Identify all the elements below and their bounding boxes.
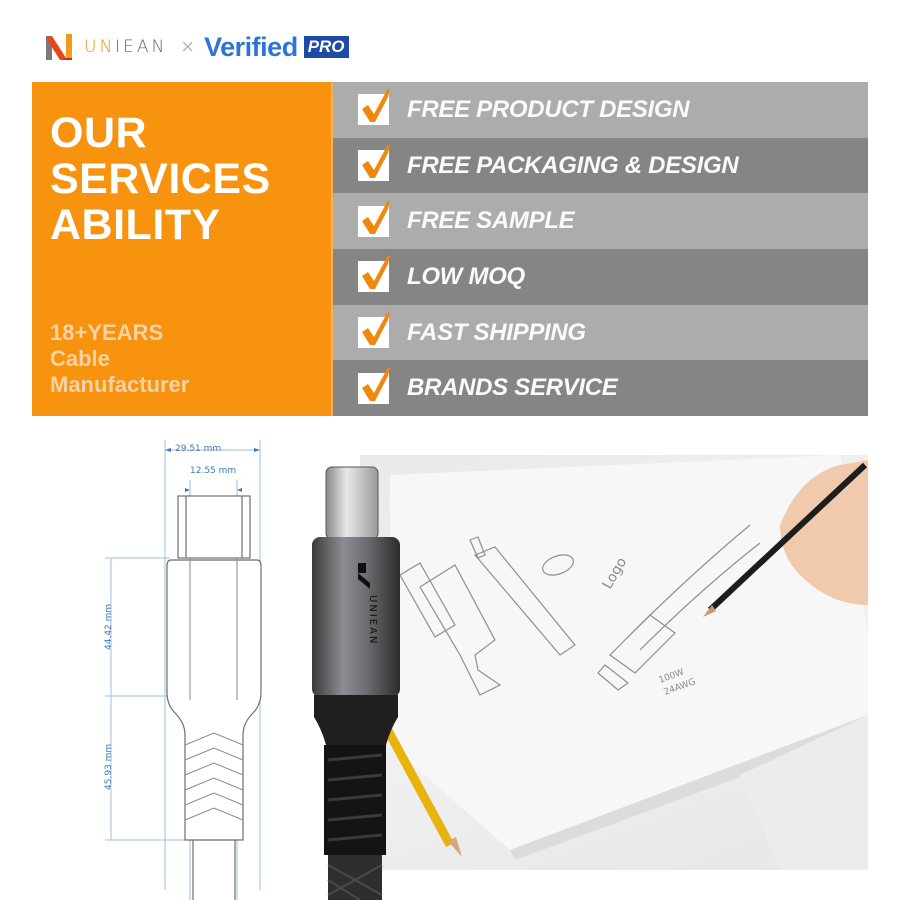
partner-badge: PRO (303, 36, 349, 58)
uniean-logo-icon (44, 32, 78, 62)
hero-title-line: SERVICES (50, 155, 271, 203)
checkbox-checked-icon (358, 88, 390, 126)
separator-x: × (181, 34, 195, 59)
checkbox-checked-icon (358, 199, 390, 237)
service-item: FREE PRODUCT DESIGN (331, 82, 868, 138)
dimension-housing-length: 44.42 mm (104, 603, 114, 650)
hero-title-line: ABILITY (50, 201, 221, 249)
service-label: FREE PRODUCT DESIGN (407, 95, 690, 123)
checkbox-checked-icon (358, 311, 390, 349)
hero-title-line: OUR (50, 109, 148, 157)
service-label: FAST SHIPPING (407, 318, 586, 346)
service-label: FREE PACKAGING & DESIGN (407, 151, 739, 179)
service-item: FREE PACKAGING & DESIGN (331, 137, 868, 194)
dimension-strain-relief-length: 45.93 mm (104, 743, 114, 790)
brand-name: UNIEAN (84, 37, 167, 57)
usb-c-cable-photo: UNIEAN (300, 455, 410, 900)
brand-name-highlight: UN (84, 37, 116, 57)
service-label: BRANDS SERVICE (407, 374, 618, 402)
sketch-illustration-icon: Logo 100W 24AWG (381, 455, 868, 870)
service-item: FREE SAMPLE (331, 193, 868, 250)
checkbox-checked-icon (358, 366, 390, 404)
cable-outline-drawing-icon (105, 440, 262, 900)
cable-engraving: UNIEAN (367, 595, 378, 645)
checkbox-checked-icon (358, 144, 390, 182)
services-list: FREE PRODUCT DESIGN FREE PACKAGING & DES… (331, 82, 868, 417)
service-item: LOW MOQ (331, 249, 868, 305)
service-label: FREE SAMPLE (407, 207, 575, 235)
header-logos: UNIEAN × Verified PRO (44, 30, 349, 64)
services-hero-panel: OUR SERVICES ABILITY 18+YEARS Cable Manu… (32, 82, 331, 416)
usb-c-cable-icon: UNIEAN (312, 466, 400, 900)
design-sketch-photo: Logo 100W 24AWG (360, 455, 868, 870)
technical-drawing: 29.51 mm 12.55 mm 44.42 mm 45.93 mm (95, 430, 295, 900)
hero-title: OUR SERVICES ABILITY (50, 110, 271, 248)
hero-subtitle-line: Cable (50, 346, 110, 371)
partner-name: Verified (204, 31, 298, 62)
hero-subtitle-line: 18+YEARS (50, 320, 164, 345)
service-label: LOW MOQ (407, 262, 525, 290)
brand-name-rest: IEAN (115, 37, 168, 57)
hero-subtitle-line: Manufacturer (50, 372, 190, 397)
service-item: BRANDS SERVICE (331, 360, 868, 417)
dimension-connector-width: 12.55 mm (190, 466, 237, 476)
hero-subtitle: 18+YEARS Cable Manufacturer (50, 320, 189, 398)
checkbox-checked-icon (358, 255, 390, 293)
service-item: FAST SHIPPING (331, 304, 868, 361)
dimension-total-width: 29.51 mm (175, 444, 222, 454)
